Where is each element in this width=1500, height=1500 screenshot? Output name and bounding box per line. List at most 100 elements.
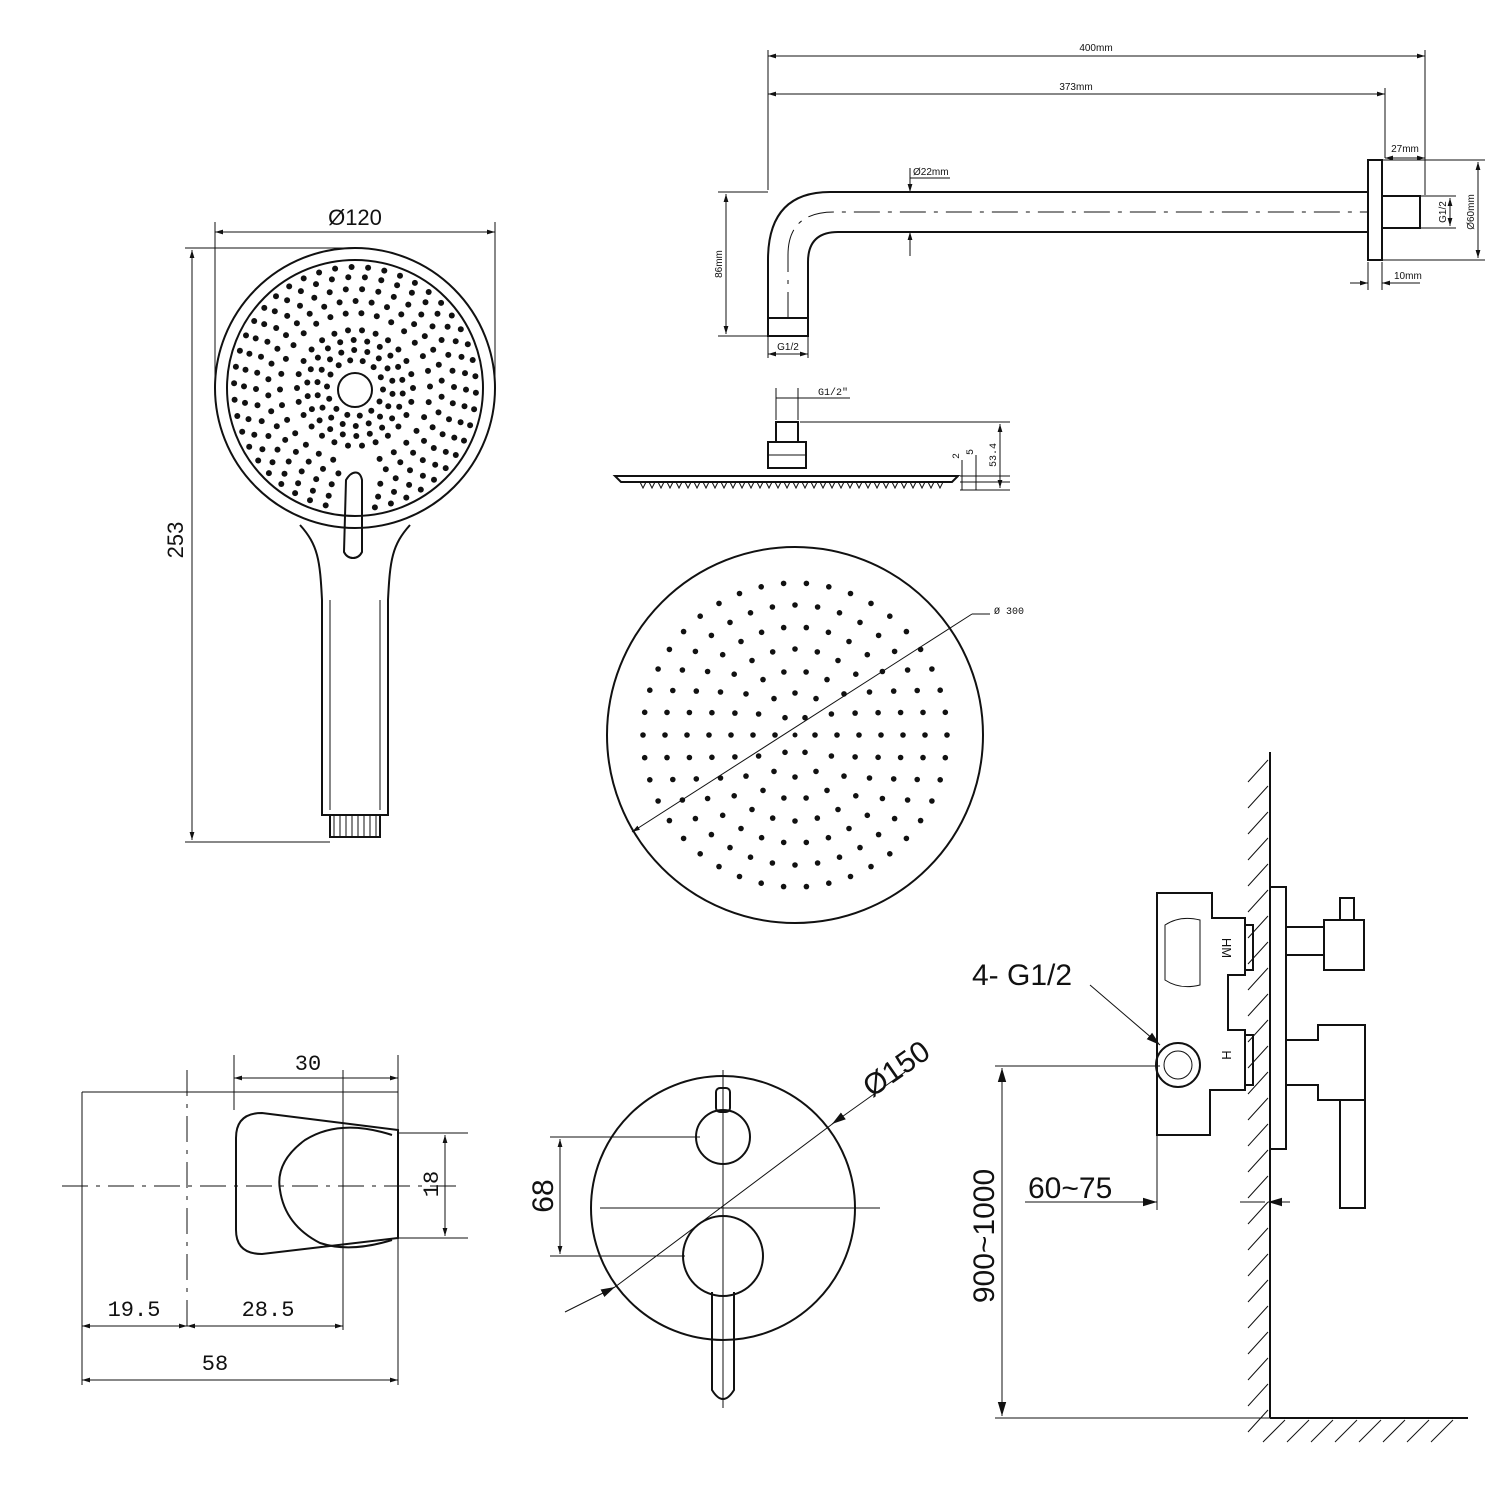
rain-nozzle [670,687,676,694]
rain-nozzle [868,863,874,870]
hatch-line [1382,1419,1406,1443]
hand-nozzle [365,420,372,427]
hand-nozzle [471,406,478,413]
rain-nozzle [697,613,703,619]
hand-nozzle [251,318,258,324]
hand-nozzle [239,428,246,435]
arm-length-label: 373mm [1059,82,1092,93]
body-mark-hm: HM [1219,938,1234,958]
hand-nozzle [438,299,445,306]
rain-nozzle [758,880,764,886]
rain-nozzle [866,775,873,781]
hand-nozzle [273,325,280,331]
hand-nozzle [390,449,397,456]
connections-label: 4- G1/2 [972,959,1072,992]
hand-nozzle [359,442,365,449]
rain-nozzle [664,754,670,761]
hand-nozzle [254,402,261,409]
hatch-line [1247,1097,1269,1121]
rain-nozzle [641,709,648,716]
hand-nozzle [413,427,420,434]
hand-nozzle [384,365,391,372]
rain-nozzle [857,619,863,626]
hand-nozzle [318,366,325,373]
rain-nozzle [875,754,881,761]
rain-nozzle [937,687,943,693]
hand-nozzle [269,459,276,466]
rain-nozzle [664,709,670,716]
hand-nozzle [307,497,313,504]
hand-nozzle [295,371,302,378]
hand-nozzle [345,327,351,334]
hand-nozzle [255,457,262,464]
rain-nozzle [792,774,798,780]
hand-shower-center-button [337,372,373,408]
rain-nozzle [802,749,808,756]
hand-nozzle [368,407,375,414]
hand-nozzle [305,458,312,465]
shower-arm-view: 400mm 373mm 27mm Ø22mm 86mm G1/2 G1/2 Ø6… [714,43,1485,358]
rain-nozzle [878,732,884,738]
rain-dim-c: 53.4 [989,443,1000,467]
rain-nozzle [836,854,843,860]
rain-nozzle [792,732,798,738]
rain-nozzle [920,709,926,716]
hand-nozzle [284,416,291,423]
hatch-line [1247,1045,1269,1069]
rain-nozzle [900,732,906,738]
rain-nozzle [750,732,756,738]
hand-nozzle [442,465,449,472]
hand-nozzle [425,289,432,295]
hand-nozzle [376,398,383,405]
hand-nozzle [380,386,386,393]
hand-nozzle [319,404,326,411]
hand-nozzle [259,446,266,453]
hand-nozzle [378,277,385,284]
hatch-line [1247,1175,1269,1199]
hand-nozzle [278,481,285,487]
hatch-line [1247,759,1269,783]
hand-nozzle [282,436,289,443]
hand-nozzle [408,371,415,378]
shower-arm-flange [1367,159,1383,261]
hand-nozzle [308,423,315,430]
hand-nozzle [333,405,340,412]
hand-nozzle [407,467,413,474]
hand-nozzle [425,367,431,374]
hand-nozzle [372,439,379,446]
hand-nozzle [261,304,268,311]
hatch-line [1247,1071,1269,1095]
hand-nozzle [389,377,396,384]
hand-nozzle [438,393,445,400]
hand-nozzle [457,326,464,333]
valve-body [1156,892,1246,1136]
hand-nozzle [403,412,410,418]
hand-nozzle [394,282,401,289]
hand-nozzle [265,470,272,477]
rain-nozzle [897,709,904,716]
hand-nozzle [371,504,378,511]
hand-nozzle [319,337,326,344]
hand-nozzle [326,289,333,296]
hand-nozzle [321,303,328,310]
rain-nozzle [847,590,854,597]
rain-nozzle [942,754,949,761]
hand-nozzle [451,434,458,441]
hand-nozzle [434,310,441,317]
hand-nozzle [273,293,279,300]
rain-nozzle [684,732,690,738]
rain-nozzle [782,714,788,721]
hatch-line [1247,811,1269,835]
hatch-line [1247,863,1269,887]
hand-nozzle [345,442,351,449]
hand-nozzle [292,430,299,437]
hand-nozzle [325,492,332,499]
rain-nozzle [824,787,830,794]
hand-nozzle [313,320,320,327]
rain-nozzle [716,600,722,607]
hand-nozzle [472,389,479,396]
rain-nozzle [747,610,754,616]
hand-nozzle [458,353,465,360]
hand-nozzle [327,371,334,378]
hand-nozzle [422,299,429,306]
